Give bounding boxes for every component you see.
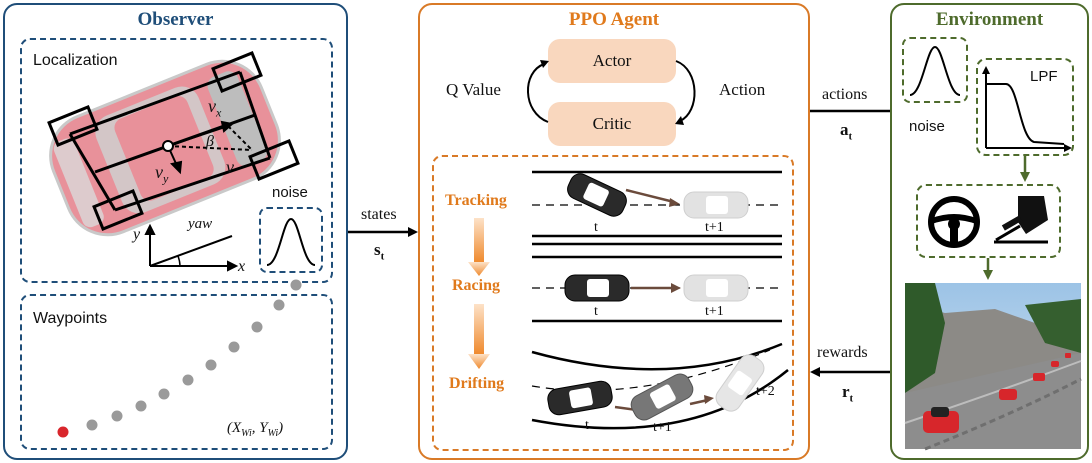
stage-drifting-label: Drifting — [449, 375, 505, 392]
v-label: v — [226, 157, 234, 177]
rewards-label: rewards — [817, 344, 868, 361]
drifting-time-t: t — [585, 418, 589, 433]
vehicle-diagram — [47, 51, 300, 272]
training-stages-box — [432, 155, 794, 451]
waypoint — [251, 321, 263, 333]
stage-racing-label: Racing — [452, 277, 500, 294]
simulation-scene-image — [904, 283, 1082, 451]
pedal-icon — [994, 196, 1048, 244]
observer-noise-curve-icon — [266, 217, 316, 266]
rewards-symbol: rt — [842, 382, 854, 405]
q-value-label: Q Value — [446, 80, 501, 99]
waypoint-start — [57, 426, 69, 438]
states-label: states — [361, 206, 397, 223]
yaw-label: yaw — [188, 216, 213, 232]
waypoint-coordinate-label: (XWi, YWi) — [227, 420, 284, 439]
observer-noise-label: noise — [272, 184, 308, 201]
environment-title: Environment — [935, 9, 1044, 30]
drifting-time-t1: t+1 — [653, 420, 672, 435]
axis-x-label: x — [238, 258, 246, 275]
lpf-response-plot — [982, 66, 1072, 152]
ppo-agent-title: PPO Agent — [568, 9, 660, 30]
environment-noise-box — [902, 37, 968, 103]
drifting-time-t2: t+2 — [756, 384, 775, 399]
waypoint — [158, 388, 170, 400]
states-symbol: st — [374, 240, 385, 263]
waypoint — [205, 359, 217, 371]
racing-time-t: t — [594, 304, 598, 319]
localization-label: Localization — [33, 52, 118, 69]
waypoint — [290, 279, 302, 291]
environment-noise-label: noise — [909, 118, 945, 135]
environment-noise-curve-icon — [909, 45, 961, 96]
waypoints-plot — [57, 279, 302, 438]
tracking-time-t1: t+1 — [705, 220, 724, 235]
actor-block: Actor — [548, 39, 676, 83]
waypoint — [86, 419, 98, 431]
observer-title: Observer — [137, 9, 214, 30]
action-label: Action — [719, 80, 766, 99]
beta-label: β — [206, 133, 214, 150]
localization-box — [20, 38, 333, 283]
stage-tracking-label: Tracking — [445, 192, 507, 209]
vx-label: vx — [208, 96, 222, 120]
racing-time-t1: t+1 — [705, 304, 724, 319]
vehicle-controls-box — [916, 184, 1061, 258]
waypoints-label: Waypoints — [33, 310, 108, 327]
steering-wheel-icon — [928, 196, 980, 248]
tracking-time-t: t — [594, 220, 598, 235]
actions-symbol: at — [840, 120, 853, 143]
waypoint — [135, 400, 147, 412]
waypoints-box — [20, 294, 333, 450]
vy-label: vy — [155, 162, 169, 186]
lpf-label: LPF — [1030, 68, 1058, 85]
waypoint — [273, 299, 285, 311]
waypoint — [111, 410, 123, 422]
axis-y-label: y — [133, 226, 141, 243]
critic-block: Critic — [548, 102, 676, 146]
lpf-box — [976, 58, 1074, 156]
observer-noise-box — [259, 207, 323, 273]
actions-label: actions — [822, 86, 868, 103]
waypoint — [182, 374, 194, 386]
waypoint — [228, 341, 240, 353]
